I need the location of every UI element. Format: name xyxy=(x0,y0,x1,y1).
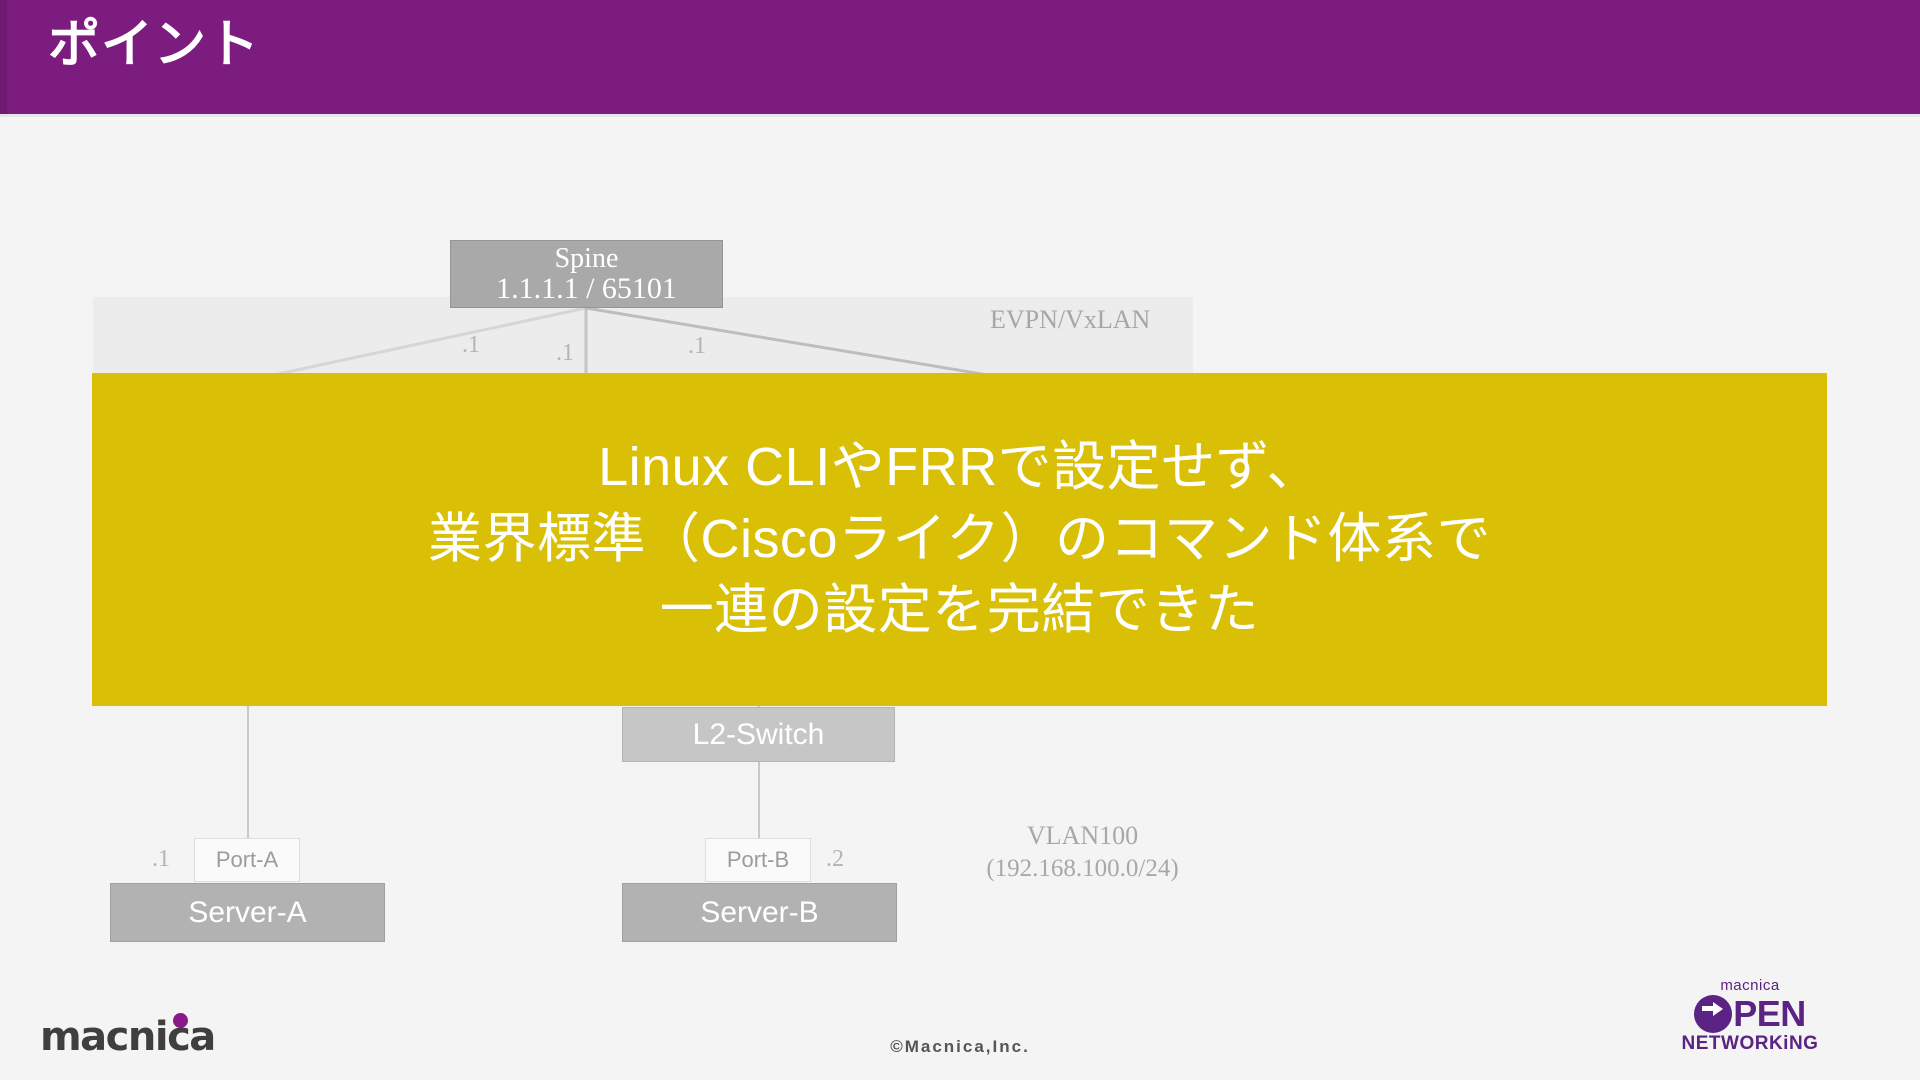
node-spine[interactable]: Spine 1.1.1.1 / 65101 xyxy=(450,240,723,308)
port-label-a[interactable]: Port-A xyxy=(194,838,300,882)
node-l2-switch[interactable]: L2-Switch xyxy=(622,707,895,762)
link-l2switch-to-serverB xyxy=(758,762,760,839)
open-networking-logo-main: PEN xyxy=(1670,995,1830,1033)
node-l2-switch-label: L2-Switch xyxy=(692,717,825,751)
port-label-b-text: Port-B xyxy=(726,847,790,872)
page-title: ポイント xyxy=(48,16,261,74)
copyright-notice: ©Macnica,Inc. xyxy=(890,1037,1030,1056)
link-serverA-uplink xyxy=(247,706,249,839)
node-server-a[interactable]: Server-A xyxy=(110,883,385,942)
vlan-annotation: VLAN100 (192.168.100.0/24) xyxy=(955,820,1210,884)
macnica-logo: macnica xyxy=(40,1013,240,1057)
arrow-circle-inner xyxy=(1703,1004,1724,1024)
vlan-name: VLAN100 xyxy=(1026,821,1139,850)
callout-line-3: 一連の設定を完結できた xyxy=(659,580,1260,641)
highlight-callout: Linux CLIやFRRで設定せず、 業界標準（Ciscoライク）のコマンド体… xyxy=(92,373,1827,706)
open-networking-logo-networking: NETWORKiNG xyxy=(1681,1033,1819,1054)
spine-right-ip-label: .1 xyxy=(688,333,706,359)
server-a-ip-label: .1 xyxy=(152,846,170,872)
open-networking-logo-macnica: macnica xyxy=(1720,977,1780,994)
server-b-ip-label: .2 xyxy=(826,846,844,872)
node-server-b[interactable]: Server-B xyxy=(622,883,897,942)
open-networking-logo-pen: PEN xyxy=(1733,993,1806,1034)
vlan-subnet: (192.168.100.0/24) xyxy=(986,854,1179,882)
port-label-a-text: Port-A xyxy=(215,847,279,872)
macnica-logo-dot-icon xyxy=(173,1013,188,1028)
node-spine-address: 1.1.1.1 / 65101 xyxy=(496,271,677,305)
spine-mid-ip-label: .1 xyxy=(556,340,574,366)
node-spine-name: Spine xyxy=(554,242,619,274)
arrow-in-circle-icon xyxy=(1694,995,1733,1033)
node-server-a-label: Server-A xyxy=(188,895,307,929)
port-label-b[interactable]: Port-B xyxy=(705,838,811,882)
node-server-b-label: Server-B xyxy=(700,895,819,929)
slide-header-bar: ポイント xyxy=(0,0,1920,114)
spine-left-ip-label: .1 xyxy=(462,332,480,358)
callout-line-2: 業界標準（Ciscoライク）のコマンド体系で xyxy=(428,508,1491,569)
header-left-accent xyxy=(0,0,7,114)
callout-line-1: Linux CLIやFRRで設定せず、 xyxy=(598,436,1321,497)
evpn-vxlan-label: EVPN/VxLAN xyxy=(990,305,1151,334)
header-underline xyxy=(0,114,1920,117)
open-networking-logo: macnica PEN NETWORKiNG xyxy=(1670,977,1830,1054)
